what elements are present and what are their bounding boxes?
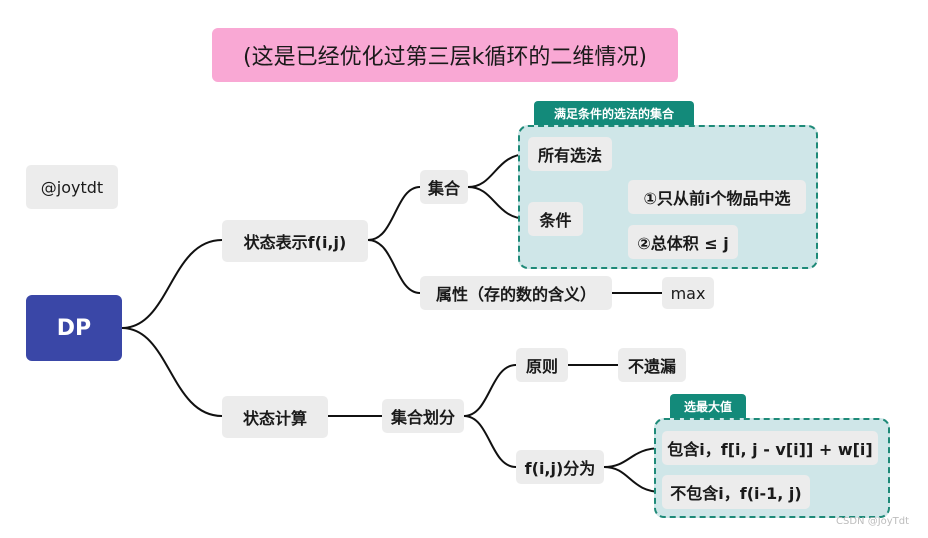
include-i-node: 包含i，f[i, j - v[i]] + w[i] [662, 431, 878, 465]
watermark: CSDN @JoyTdt [836, 516, 910, 527]
exclude-i-node: 不包含i，f(i-1, j) [662, 475, 810, 509]
link-partition-principle [463, 364, 517, 417]
choose-max-group-label: 选最大值 [670, 394, 746, 418]
attribute-node: 属性（存的数的含义） [420, 276, 612, 310]
title-box: (这是已经优化过第三层k循环的二维情况) [212, 28, 678, 82]
root-node: DP [26, 295, 122, 361]
condition-node: 条件 [528, 202, 583, 236]
fij-split-node: f(i,j)分为 [516, 450, 604, 484]
link-root-state-repr [121, 239, 223, 329]
link-repr-set [367, 186, 421, 241]
title-text: (这是已经优化过第三层k循环的二维情况) [243, 45, 647, 70]
set-partition-node: 集合划分 [382, 399, 464, 433]
author-handle: @joytdt [26, 165, 118, 209]
no-omission-node: 不遗漏 [618, 348, 686, 382]
condition-2-node: ②总体积 ≤ j [628, 225, 738, 259]
condition-1-node: ①只从前i个物品中选 [628, 180, 806, 214]
link-repr-attr [367, 239, 421, 294]
link-split-without [603, 466, 663, 493]
all-choices-node: 所有选法 [528, 137, 612, 171]
valid-choices-group-label: 满足条件的选法的集合 [534, 101, 694, 125]
link-root-state-calc [121, 327, 223, 417]
link-partition-split [463, 415, 517, 468]
set-node: 集合 [420, 170, 468, 204]
principle-node: 原则 [516, 348, 568, 382]
state-representation-node: 状态表示f(i,j) [222, 220, 368, 262]
max-node: max [662, 277, 714, 309]
state-calculation-node: 状态计算 [222, 396, 328, 438]
